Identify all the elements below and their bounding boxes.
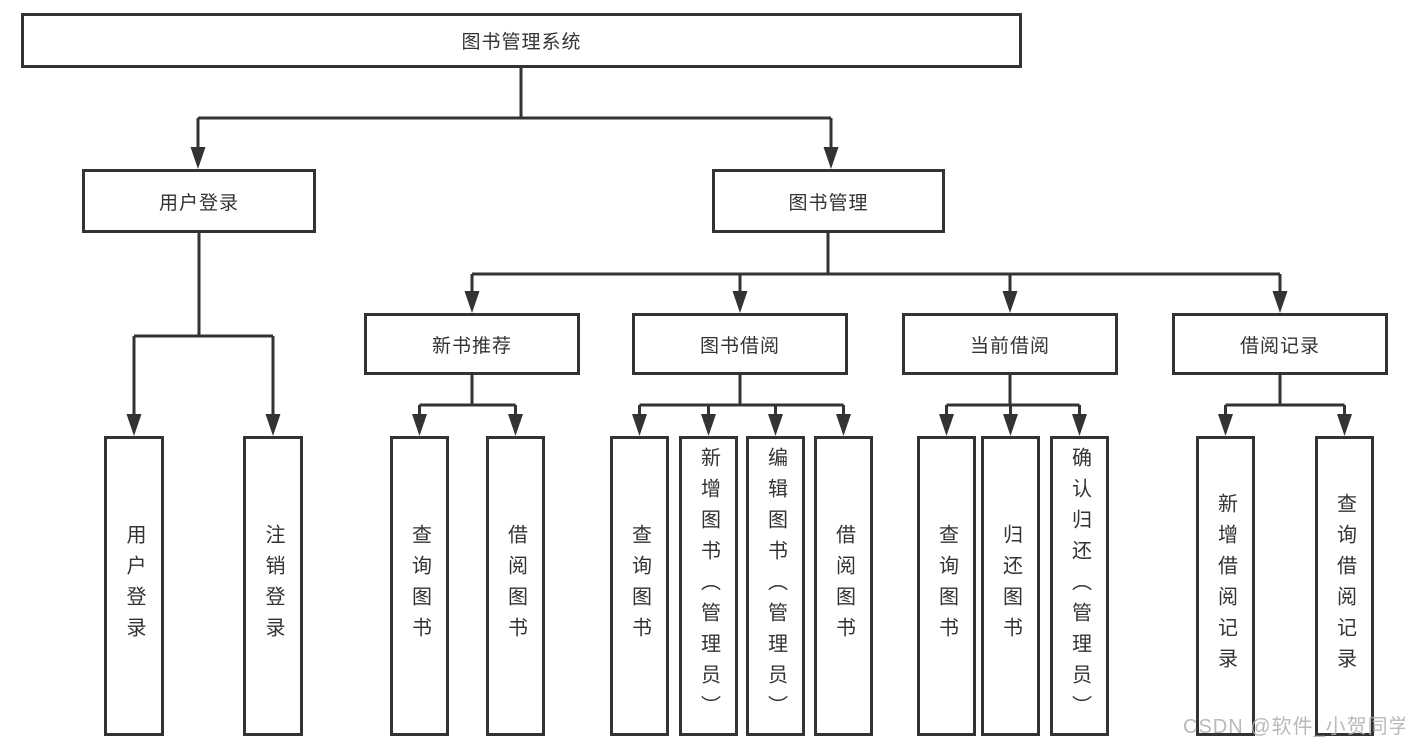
csdn-watermark: CSDN @软件_小贺同学 — [1183, 716, 1405, 738]
leaf-confirm-return-admin-label: 确认归还（管理员） — [1068, 446, 1091, 726]
leaf-edit-books-admin: 编辑图书（管理员） — [746, 436, 805, 736]
leaf-add-borrow-record-label: 新增借阅记录 — [1214, 493, 1237, 679]
leaf-return-books-label: 归还图书 — [999, 524, 1022, 648]
leaf-borrow-books-label: 借阅图书 — [832, 524, 855, 648]
node-current-borrow-label: 当前借阅 — [969, 335, 1050, 357]
leaf-query-borrow-record-label: 查询借阅记录 — [1333, 493, 1356, 679]
node-borrow-records-label: 借阅记录 — [1239, 335, 1320, 357]
leaf-recommend-query-books: 查询图书 — [390, 436, 449, 736]
node-new-book-recommend: 新书推荐 — [364, 313, 580, 375]
leaf-add-borrow-record: 新增借阅记录 — [1196, 436, 1255, 736]
leaf-borrow-query-books: 查询图书 — [610, 436, 669, 736]
node-root-label: 图书管理系统 — [461, 32, 582, 53]
node-borrow-records: 借阅记录 — [1172, 313, 1388, 375]
leaf-current-query-books: 查询图书 — [917, 436, 976, 736]
node-book-borrow: 图书借阅 — [632, 313, 848, 375]
leaf-add-books-admin: 新增图书（管理员） — [679, 436, 738, 736]
leaf-borrow-books: 借阅图书 — [814, 436, 873, 736]
leaf-recommend-borrow-books-label: 借阅图书 — [504, 524, 527, 648]
leaf-borrow-query-books-label: 查询图书 — [628, 524, 651, 648]
node-user-login: 用户登录 — [82, 169, 316, 233]
leaf-current-query-books-label: 查询图书 — [935, 524, 958, 648]
leaf-user-login-label: 用户登录 — [123, 524, 145, 648]
node-book-management: 图书管理 — [712, 169, 945, 233]
node-book-borrow-label: 图书借阅 — [699, 335, 780, 357]
leaf-confirm-return-admin: 确认归还（管理员） — [1050, 436, 1109, 736]
leaf-user-login: 用户登录 — [104, 436, 164, 736]
node-current-borrow: 当前借阅 — [902, 313, 1118, 375]
leaf-recommend-query-books-label: 查询图书 — [408, 524, 431, 648]
leaf-return-books: 归还图书 — [981, 436, 1040, 736]
node-root: 图书管理系统 — [21, 13, 1022, 68]
leaf-recommend-borrow-books: 借阅图书 — [486, 436, 545, 736]
leaf-add-books-admin-label: 新增图书（管理员） — [697, 446, 720, 726]
leaf-logout-label: 注销登录 — [262, 524, 284, 648]
leaf-query-borrow-record: 查询借阅记录 — [1315, 436, 1374, 736]
leaf-edit-books-admin-label: 编辑图书（管理员） — [764, 446, 787, 726]
node-book-management-label: 图书管理 — [788, 192, 869, 214]
leaf-logout: 注销登录 — [243, 436, 303, 736]
node-user-login-label: 用户登录 — [158, 192, 239, 214]
arrowheads — [126, 147, 1352, 436]
node-new-book-recommend-label: 新书推荐 — [431, 335, 512, 357]
